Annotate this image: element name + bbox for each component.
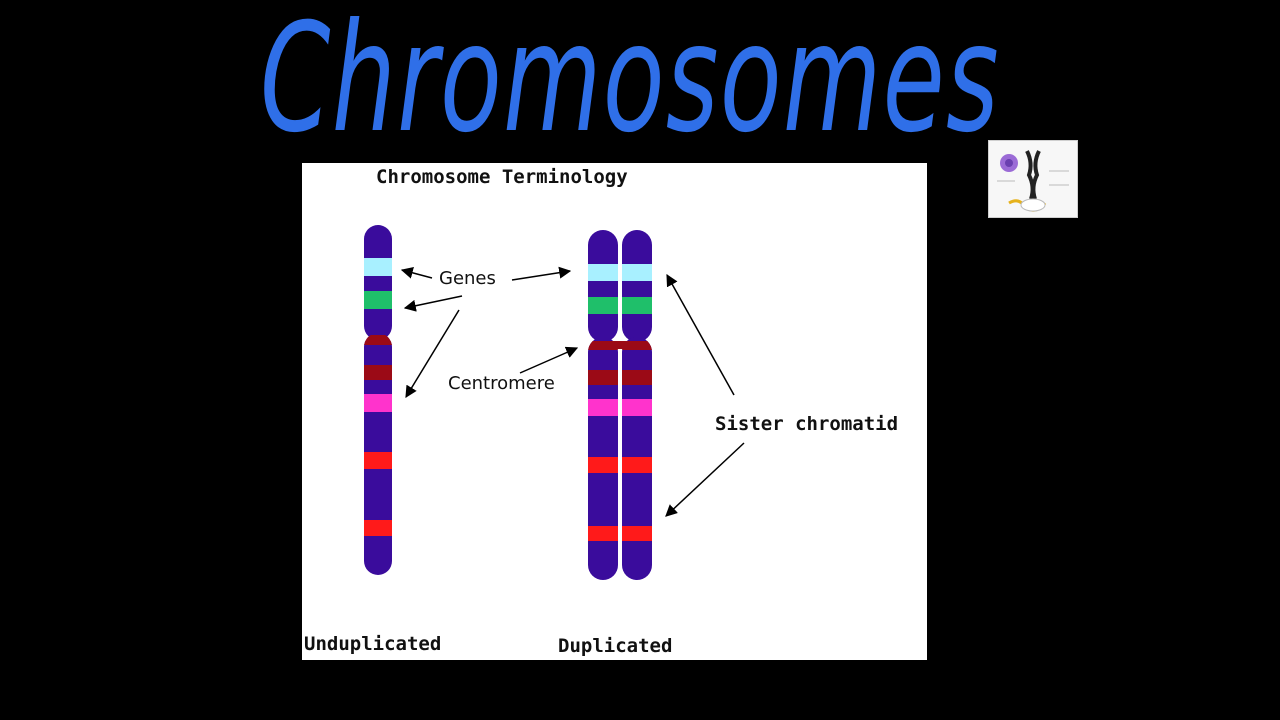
centromere-label: Centromere [448, 373, 555, 394]
arrow-centromere [519, 346, 579, 374]
left-chromatid-lower-arm [588, 337, 618, 580]
arrow-sister-chromatid-upper [666, 273, 735, 396]
left-chromatid-upper-arm [588, 230, 618, 342]
red-band [364, 520, 392, 536]
magenta-band [364, 394, 392, 412]
chromosome-thumbnail-image [988, 140, 1078, 218]
unduplicated-chromosome [364, 225, 392, 575]
genes-label: Genes [439, 268, 496, 289]
right-chromatid-lower-arm [622, 337, 652, 580]
centromere-band [364, 335, 392, 345]
centromere-bridge [594, 341, 646, 349]
arrow-genes-to-duplicated [511, 266, 572, 281]
dark-red-band [364, 365, 392, 380]
chromosome-thumbnail-icon [989, 141, 1077, 217]
arrow-genes-to-green [403, 295, 463, 312]
arrow-genes-to-magenta [405, 309, 460, 399]
red-band [364, 452, 392, 469]
chromosome-terminology-slide: Chromosome Terminology [302, 163, 927, 660]
arrow-genes-to-light-blue [400, 266, 433, 279]
unduplicated-lower-arm [364, 333, 392, 575]
gene-band-green [364, 291, 392, 309]
right-chromatid-upper-arm [622, 230, 652, 342]
arrow-sister-chromatid-lower [665, 442, 745, 517]
handwritten-title: Chromosomes [260, 0, 1000, 160]
gene-band-light-blue [364, 258, 392, 276]
chromosome-diagram: Chromosome Terminology [304, 166, 898, 657]
sister-chromatid-label: Sister chromatid [715, 413, 898, 435]
title-text: Chromosomes [260, 0, 1000, 160]
annotation-arrows [400, 266, 745, 517]
unduplicated-label: Unduplicated [304, 633, 441, 655]
duplicated-label: Duplicated [558, 635, 672, 657]
unduplicated-upper-arm [364, 225, 392, 340]
duplicated-chromosome [588, 230, 652, 580]
slide-heading: Chromosome Terminology [376, 166, 628, 188]
